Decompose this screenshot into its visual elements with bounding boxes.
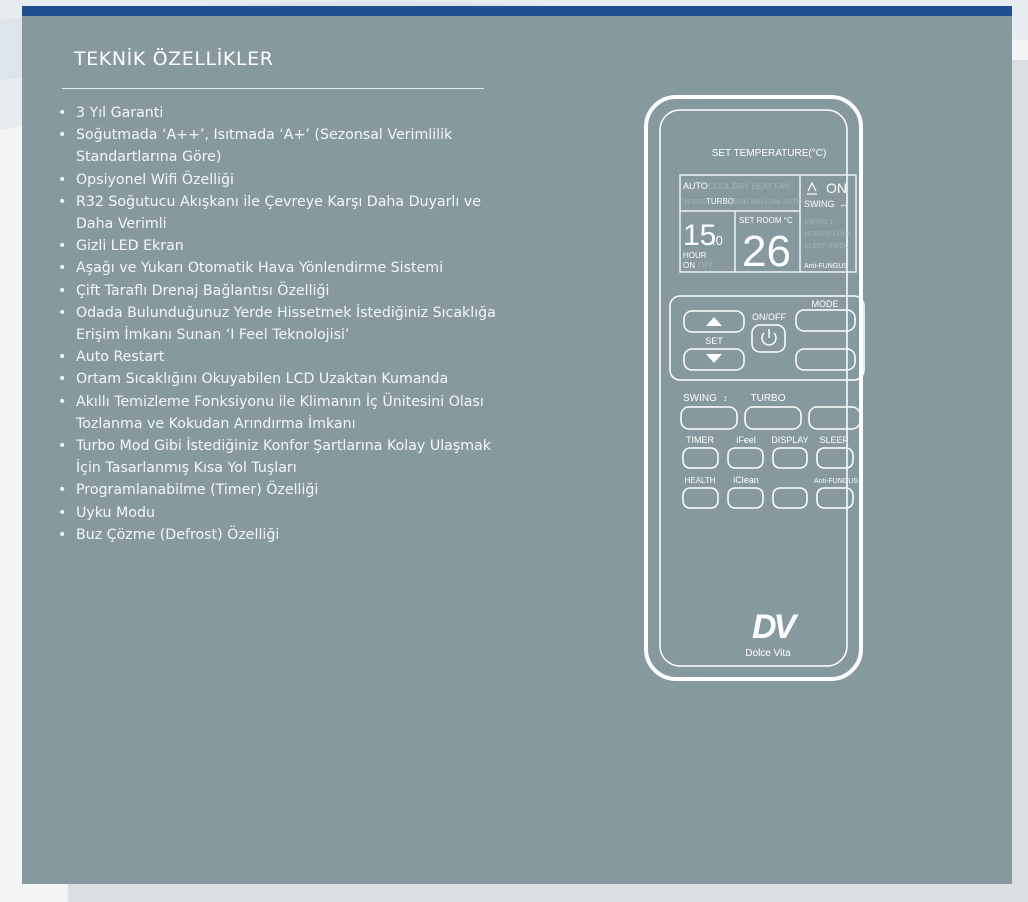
remote-body-outline <box>644 95 863 681</box>
feature-item: Gizli LED Ekran <box>58 235 518 257</box>
top-accent-bar <box>22 6 1012 16</box>
lcd-power-on: ON <box>826 180 847 196</box>
feature-item: Ortam Sıcaklığını Okuyabilen LCD Uzaktan… <box>58 368 518 390</box>
swing-arrows-icon: ↕ <box>723 393 728 403</box>
feature-item: Buz Çözme (Defrost) Özelliği <box>58 524 518 546</box>
feature-item: Programlanabilme (Timer) Özelliği <box>58 479 518 501</box>
temp-down-button[interactable] <box>683 348 745 371</box>
blank-button[interactable] <box>795 348 856 371</box>
page-title: TEKNİK ÖZELLİKLER <box>74 48 274 70</box>
lcd-speed-inactive: SPEED <box>683 199 707 206</box>
feature-item: Auto Restart <box>58 346 518 368</box>
mode-button[interactable] <box>795 309 856 332</box>
mode-label: MODE <box>812 299 839 309</box>
feature-item: Odada Bulunduğunuz Yerde Hissetmek İsted… <box>58 302 518 346</box>
lcd-fan-icon <box>807 181 817 195</box>
power-icon <box>761 329 777 346</box>
swing-label: SWING <box>683 393 717 404</box>
lcd-swing-arrows: ↔ <box>839 199 848 209</box>
anti-fungus-label: Anti-FUNGUS <box>814 478 858 485</box>
feature-item: 3 Yıl Garanti <box>58 102 518 124</box>
lcd-set-room: SET ROOM °C <box>739 216 793 225</box>
feature-item: Uyku Modu <box>58 502 518 524</box>
lcd-timer-off-inactive: OFF <box>698 261 714 270</box>
on-off-label: ON/OFF <box>752 312 786 322</box>
set-temperature-label: SET TEMPERATURE(°C) <box>712 148 827 159</box>
sleep-button[interactable] <box>816 447 854 469</box>
lcd-temperature-digits: 26 <box>742 227 791 276</box>
lcd-timer-digits: 15 <box>683 219 716 252</box>
remote-control-panel <box>669 295 865 381</box>
feature-item: R32 Soğutucu Akışkanı ile Çevreye Karşı … <box>58 191 518 235</box>
temp-up-button[interactable] <box>683 310 745 333</box>
health-button[interactable] <box>682 487 719 509</box>
timer-label: TIMER <box>686 435 714 445</box>
lcd-health-lock-inactive: HEALTH LOCK <box>804 231 852 238</box>
sleep-label: SLEEP <box>819 435 848 445</box>
iclean-label: iClean <box>733 475 759 485</box>
timer-button[interactable] <box>682 447 719 469</box>
brand-logo: DV Dolce Vita <box>745 608 802 659</box>
lcd-turbo: TURBO <box>706 197 734 206</box>
swing-button[interactable] <box>680 406 738 430</box>
display-button[interactable] <box>772 447 808 469</box>
lcd-mode-auto: AUTO <box>683 181 708 191</box>
ifeel-button[interactable] <box>727 447 764 469</box>
set-label: SET <box>705 336 723 346</box>
iclean-button[interactable] <box>727 487 764 509</box>
lcd-swing1-inactive: SWING 1 <box>804 219 834 226</box>
brand-monogram: DV <box>752 608 800 646</box>
title-divider <box>62 88 484 89</box>
extra-button[interactable] <box>808 406 861 430</box>
feature-item: Çift Taraflı Drenaj Bağlantısı Özelliği <box>58 280 518 302</box>
lcd-mode-inactive: COOL DRY HEAT FAN <box>708 182 790 191</box>
blank-row-button[interactable] <box>772 487 808 509</box>
display-label: DISPLAY <box>771 435 808 445</box>
feature-item: Opsiyonel Wifi Özelliği <box>58 169 518 191</box>
feature-item: Aşağı ve Yukarı Otomatik Hava Yönlendirm… <box>58 257 518 279</box>
turbo-button[interactable] <box>744 406 802 430</box>
lcd-timer-decimal: .0 <box>712 233 723 248</box>
lcd-anti-fungus: Anti-FUNGUS <box>804 263 848 270</box>
feature-list: 3 Yıl Garanti Soğutmada ‘A++’, Isıtmada … <box>58 102 518 546</box>
lcd-fan-speeds-inactive: HIGH MID LOW AUTO <box>731 199 803 206</box>
health-label: HEALTH <box>685 476 716 485</box>
lcd-hour: HOUR <box>683 251 707 260</box>
remote-face-outline <box>659 109 848 667</box>
arrow-down-icon <box>706 354 722 363</box>
arrow-up-icon <box>706 317 722 326</box>
brand-name: Dolce Vita <box>745 648 791 659</box>
ifeel-label: iFeel <box>736 435 756 445</box>
feature-item: Turbo Mod Gibi İstediğiniz Konfor Şartla… <box>58 435 518 479</box>
feature-item: Soğutmada ‘A++’, Isıtmada ‘A+’ (Sezonsal… <box>58 124 518 168</box>
lcd-swing: SWING <box>804 199 835 209</box>
anti-fungus-button[interactable] <box>816 487 854 509</box>
on-off-button[interactable] <box>751 324 786 353</box>
lcd-sleep-ifeel-inactive: SLEEP IFEEL <box>804 243 848 250</box>
turbo-label: TURBO <box>751 393 786 404</box>
feature-item: Akıllı Temizleme Fonksiyonu ile Klimanın… <box>58 391 518 435</box>
lcd-timer-on: ON <box>683 261 695 270</box>
lcd-screen <box>679 174 857 273</box>
